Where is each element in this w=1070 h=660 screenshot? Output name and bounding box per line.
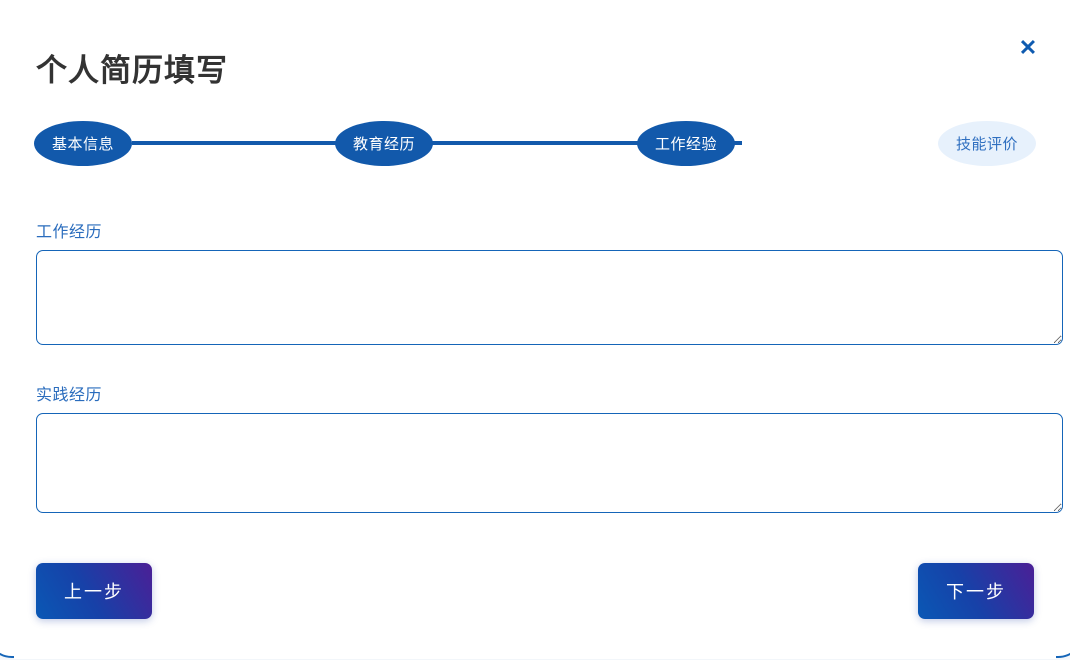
stepper-item-4[interactable]: 技能评价 — [938, 121, 1036, 166]
next-step-button[interactable]: 下一步 — [918, 563, 1034, 619]
work-experience-label: 工作经历 — [36, 224, 103, 241]
practice-experience-label: 实践经历 — [36, 387, 103, 404]
stepper-item-2-label: 教育经历 — [352, 136, 415, 153]
stepper-item-1-label: 基本信息 — [51, 136, 114, 153]
stepper-item-1[interactable]: 基本信息 — [34, 121, 132, 166]
work-experience-field: 工作经历 — [36, 218, 1063, 345]
stepper-item-3-label: 工作经验 — [654, 136, 717, 153]
stepper-item-4-label: 技能评价 — [955, 136, 1018, 153]
step-connector-1-2 — [132, 141, 442, 145]
stepper: 基本信息 教育经历 工作经验 技能评价 — [34, 118, 1036, 178]
work-experience-input[interactable] — [36, 250, 1063, 345]
practice-experience-field: 实践经历 — [36, 381, 1063, 513]
stepper-item-3[interactable]: 工作经验 — [637, 121, 735, 166]
step-connector-2-3 — [434, 141, 742, 145]
close-icon[interactable]: ✕ — [1014, 34, 1042, 62]
previous-step-button[interactable]: 上一步 — [36, 563, 152, 619]
practice-experience-input[interactable] — [36, 413, 1063, 513]
page-title: 个人简历填写 — [36, 53, 228, 88]
stepper-item-2[interactable]: 教育经历 — [335, 121, 433, 166]
